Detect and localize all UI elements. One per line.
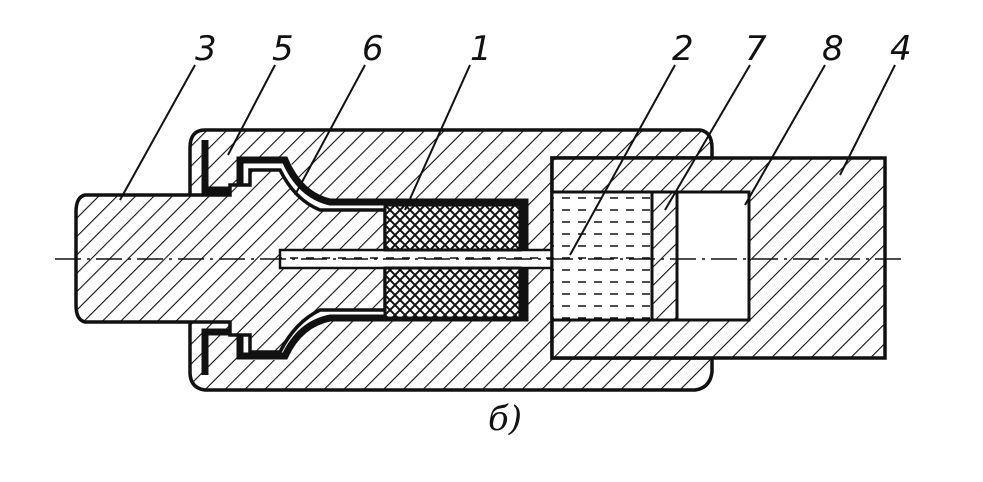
liquid-reservoir	[550, 190, 654, 322]
callout-3: 3	[195, 29, 217, 69]
callout-2: 2	[672, 29, 694, 69]
callout-5: 5	[272, 29, 294, 69]
porous-element-lower	[383, 266, 522, 320]
gas-chamber	[675, 190, 751, 322]
seal-layer	[201, 140, 529, 375]
callout-6: 6	[362, 29, 384, 69]
callout-4: 4	[890, 29, 912, 69]
porous-element-upper	[383, 203, 522, 252]
piston	[650, 190, 679, 322]
callout-8: 8	[822, 29, 844, 69]
figure-caption: б)	[488, 399, 522, 439]
callout-1: 1	[470, 29, 492, 69]
plug-stem	[74, 168, 387, 354]
callout-7: 7	[745, 29, 767, 69]
leader-lines	[119, 64, 896, 256]
